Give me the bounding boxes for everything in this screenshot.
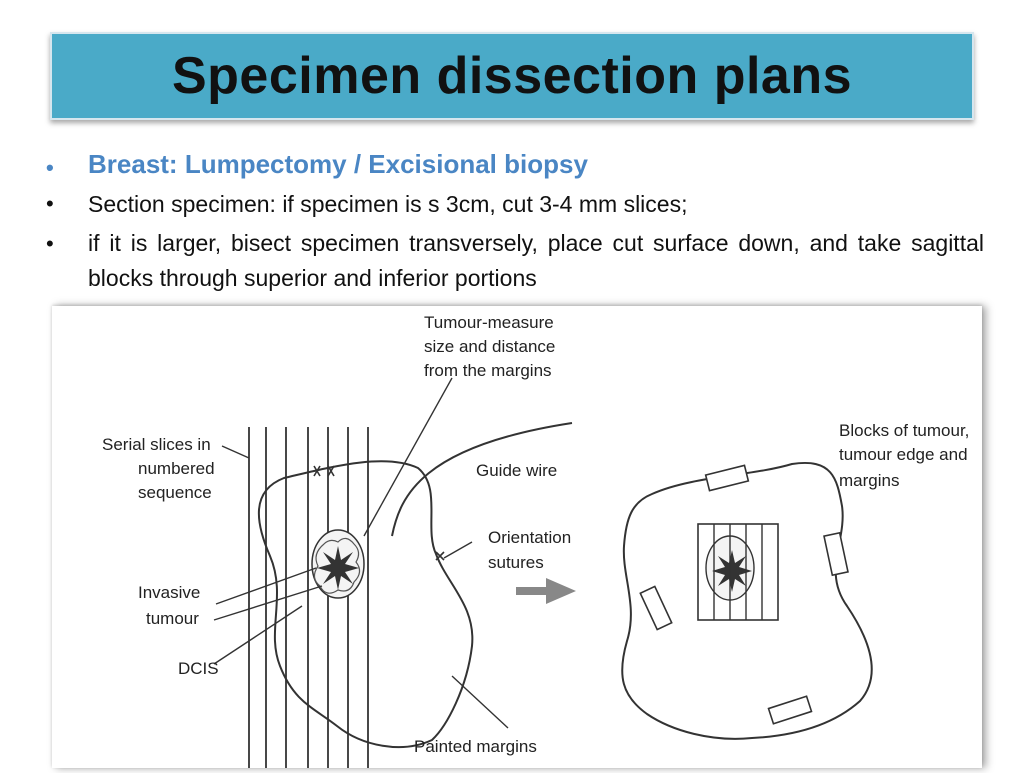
- label-orientation-2: sutures: [488, 553, 544, 572]
- bullet-dot: •: [46, 231, 54, 256]
- suture-top: [313, 465, 335, 477]
- arrow-icon: [516, 578, 576, 604]
- label-blocks-2: tumour edge and: [839, 445, 968, 464]
- guide-wire: [391, 422, 573, 537]
- label-serial-slices-1: Serial slices in: [102, 435, 211, 454]
- label-blocks-3: margins: [839, 471, 899, 490]
- bullet-dot: •: [46, 191, 54, 216]
- label-serial-slices-3: sequence: [138, 483, 212, 502]
- slide-title: Specimen dissection plans: [171, 47, 853, 105]
- dissection-diagram: Tumour-measure size and distance from th…: [102, 313, 969, 768]
- label-tumour-measure-3: from the margins: [424, 361, 552, 380]
- dissection-figure: Tumour-measure size and distance from th…: [52, 306, 982, 768]
- bullet-list: • Breast: Lumpectomy / Excisional biopsy…: [40, 142, 984, 296]
- suture-right: [435, 551, 445, 561]
- label-tumour-measure-1: Tumour-measure: [424, 313, 554, 332]
- label-blocks-1: Blocks of tumour,: [839, 421, 969, 440]
- bullet-item-larger: • if it is larger, bisect specimen trans…: [40, 226, 984, 296]
- specimen-outline-right: [621, 461, 873, 740]
- label-serial-slices-2: numbered: [138, 459, 215, 478]
- leader-lines: [213, 377, 509, 729]
- bullet-item-heading: • Breast: Lumpectomy / Excisional biopsy: [40, 142, 984, 186]
- bullet-text: Section specimen: if specimen is s 3cm, …: [88, 191, 688, 217]
- label-tumour-measure-2: size and distance: [424, 337, 555, 356]
- label-dcis: DCIS: [178, 659, 219, 678]
- tumour-block-grid: [697, 523, 779, 621]
- label-invasive-1: Invasive: [138, 583, 200, 602]
- bullet-text: if it is larger, bisect specimen transve…: [88, 230, 984, 291]
- bullet-dot: •: [46, 155, 54, 180]
- label-painted-margins: Painted margins: [414, 737, 537, 756]
- label-orientation-1: Orientation: [488, 528, 571, 547]
- bullet-item-section: • Section specimen: if specimen is s 3cm…: [40, 186, 984, 222]
- figure-labels: Tumour-measure size and distance from th…: [102, 313, 969, 756]
- title-bar: Specimen dissection plans: [50, 32, 974, 120]
- label-guide-wire: Guide wire: [476, 461, 557, 480]
- margin-blocks: [639, 464, 849, 725]
- bullet-text: Breast: Lumpectomy / Excisional biopsy: [88, 149, 588, 179]
- tumour-left: [311, 529, 365, 599]
- specimen-outline-left: [257, 460, 474, 749]
- label-invasive-2: tumour: [146, 609, 199, 628]
- serial-slice-lines: [248, 427, 369, 768]
